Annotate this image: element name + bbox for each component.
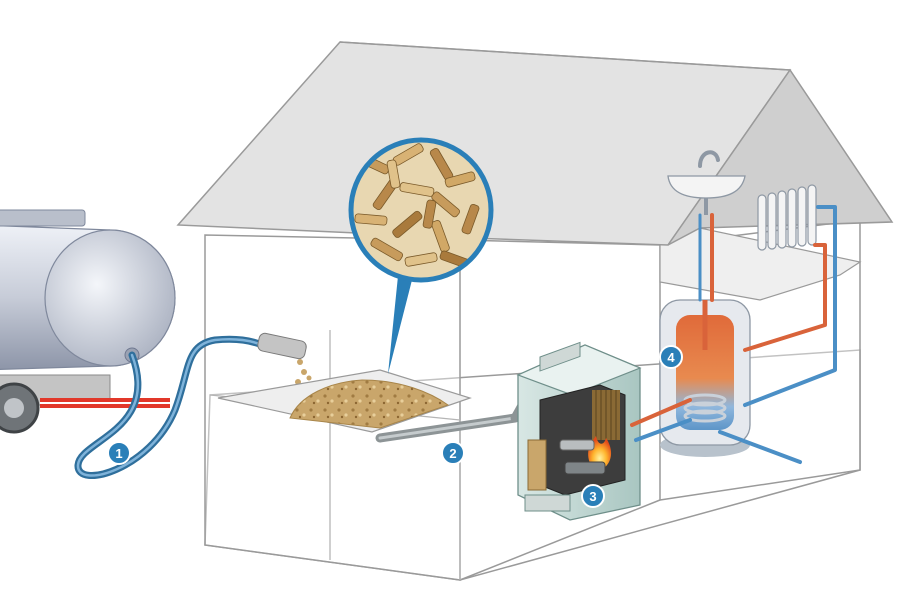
pipes — [630, 205, 837, 464]
boiler-control-panel — [539, 341, 581, 372]
marker-2: 2 — [441, 441, 465, 465]
radiator-icon — [757, 184, 817, 251]
hose-nozzle — [257, 332, 307, 360]
hot-water-tank — [659, 299, 751, 457]
sink-icon — [667, 150, 746, 215]
marker-3: 3 — [581, 484, 605, 508]
callout-pointer — [388, 276, 412, 374]
pellet-boiler — [516, 341, 642, 521]
marker-2-label: 2 — [449, 446, 456, 461]
tank-end — [44, 229, 176, 367]
marker-4: 4 — [659, 345, 683, 369]
tanker-truck — [0, 209, 176, 434]
hot-pipe-radiator — [743, 243, 827, 352]
marker-3-label: 3 — [589, 489, 596, 504]
marker-4-label: 4 — [667, 350, 675, 365]
marker-1: 1 — [107, 441, 131, 465]
pellet-storage — [217, 369, 472, 433]
pellet-heap — [289, 379, 450, 429]
heating-coil — [683, 393, 727, 423]
cold-pipe-main — [718, 430, 802, 464]
hot-pipe-boiler — [630, 398, 692, 427]
cold-pipe-boiler — [634, 418, 692, 442]
pellet-magnifier-icon — [348, 137, 494, 374]
pellet-closeup — [354, 143, 480, 269]
marker-1-label: 1 — [115, 446, 122, 461]
magnifier-ring — [348, 137, 494, 283]
cold-pipe-radiator — [743, 205, 837, 407]
